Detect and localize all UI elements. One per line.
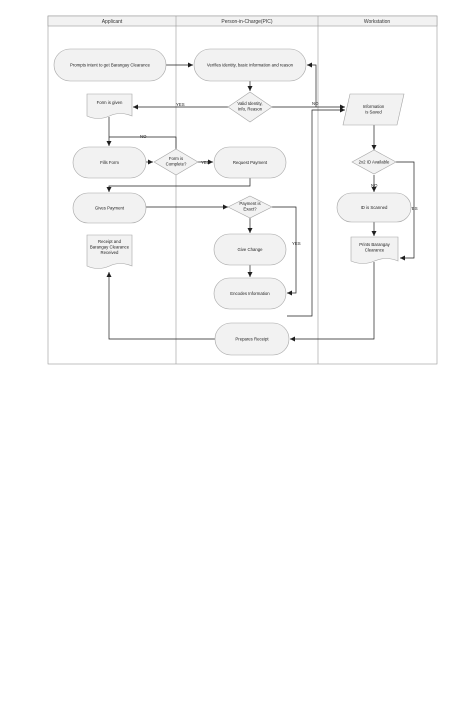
node-verifies: Verifies identity, basic information and… (193, 48, 307, 82)
edge-request-to-gives-payment (106, 178, 251, 192)
edge-receipt-to-applicant (106, 272, 215, 340)
node-id-available: 2x2 ID Available (351, 149, 397, 175)
node-label-line-1: Form is (169, 156, 183, 161)
edge-valid-no-to-verifies (272, 62, 317, 108)
node-label: Fills Form (100, 160, 119, 165)
data-shape (342, 93, 405, 126)
node-give-change: Give Change (213, 233, 287, 266)
node-information-saved: Information is Saved (342, 93, 405, 126)
node-label: ID is Scanned (361, 205, 388, 210)
process-shape (72, 146, 147, 179)
node-label: Give Change (237, 247, 263, 252)
decision-shape (227, 91, 273, 123)
terminator-shape (214, 322, 290, 356)
process-shape (213, 277, 287, 310)
node-fills-form: Fills Form (72, 146, 147, 179)
node-label: Form is given (97, 100, 123, 105)
edge-label-id-yes: YES (409, 206, 418, 211)
document-shape (86, 93, 133, 119)
edge-label-valid-yes: YES (176, 102, 185, 107)
node-label: Request Payment (233, 160, 268, 165)
process-shape (336, 192, 412, 223)
process-shape (193, 48, 307, 82)
node-request-payment: Request Payment (213, 146, 287, 179)
node-label-line-1: Receipt and (98, 239, 122, 244)
node-label: Prepares Receipt (235, 337, 269, 342)
decision-shape (227, 195, 273, 219)
node-label-line-1: Valid Identity, (237, 101, 262, 106)
edge-prints-to-prepares-receipt (290, 262, 375, 342)
document-shape (350, 236, 399, 264)
process-shape (213, 233, 287, 266)
node-encodes-info: Encodes Information (213, 277, 287, 310)
edge-label-complete-yes: YES (201, 160, 210, 165)
node-label-line-2: Exact? (243, 207, 257, 212)
node-prints-clearance: Prints Barangay Clearance (350, 236, 399, 264)
lane-title-applicant: Applicant (102, 19, 123, 25)
process-shape (213, 146, 287, 179)
connectors (106, 62, 415, 342)
lane-title-workstation: Workstation (364, 19, 391, 25)
node-label-line-2: Complete? (166, 162, 187, 167)
node-label-line-1: Prints Barangay (359, 242, 390, 247)
node-prompts-intent: Prompts intent to get Barangay Clearance (53, 48, 167, 82)
edge-label-valid-no: NO (312, 101, 319, 106)
node-label-line-2: Info, Reason (238, 107, 263, 112)
node-receipt-received: Receipt and Barangay Clearance Received (86, 234, 133, 269)
node-label-line-1: Information (363, 104, 385, 109)
edge-label-complete-no: NO (140, 134, 147, 139)
node-valid-identity: Valid Identity, Info, Reason (227, 91, 273, 123)
node-label-line-2: Barangay Clearance (90, 245, 130, 250)
decision-shape (153, 148, 199, 176)
edge-labels: YES NO NO YES NO YES YES (140, 101, 418, 246)
node-form-given: Form is given (86, 93, 133, 119)
node-label: Encodes Information (230, 291, 270, 296)
node-label-line-1: Payment is (239, 201, 260, 206)
edge-encodes-to-info-saved (287, 107, 345, 317)
node-label: Prompts intent to get Barangay Clearance (70, 63, 151, 68)
lane-title-pic: Person-in-Charge(PIC) (221, 19, 272, 25)
node-label-line-2: Clearance (365, 248, 385, 253)
node-label-line-2: is Saved (365, 110, 382, 115)
node-label: 2x2 ID Available (359, 160, 390, 165)
document-shape (86, 234, 133, 269)
process-shape (72, 192, 147, 224)
node-label: Verifies identity, basic information and… (207, 63, 294, 68)
node-prepares-receipt: Prepares Receipt (214, 322, 290, 356)
edge-label-id-no: NO (371, 183, 378, 188)
edge-complete-no-to-fills (109, 136, 177, 149)
terminator-shape (53, 48, 167, 82)
edge-exact-yes-to-encodes (272, 206, 297, 296)
swimlane-header-bar (47, 15, 438, 27)
node-id-scanned: ID is Scanned (336, 192, 412, 223)
node-label-line-3: Received (101, 250, 120, 255)
edge-label-payment-yes: YES (292, 241, 301, 246)
node-payment-exact: Payment is Exact? (227, 195, 273, 219)
node-gives-payment: Gives Payment (72, 192, 147, 224)
node-label: Gives Payment (95, 206, 125, 211)
node-form-complete: Form is Complete? (153, 148, 199, 176)
edge-id-yes-to-prints (396, 161, 415, 261)
decision-shape (351, 149, 397, 175)
